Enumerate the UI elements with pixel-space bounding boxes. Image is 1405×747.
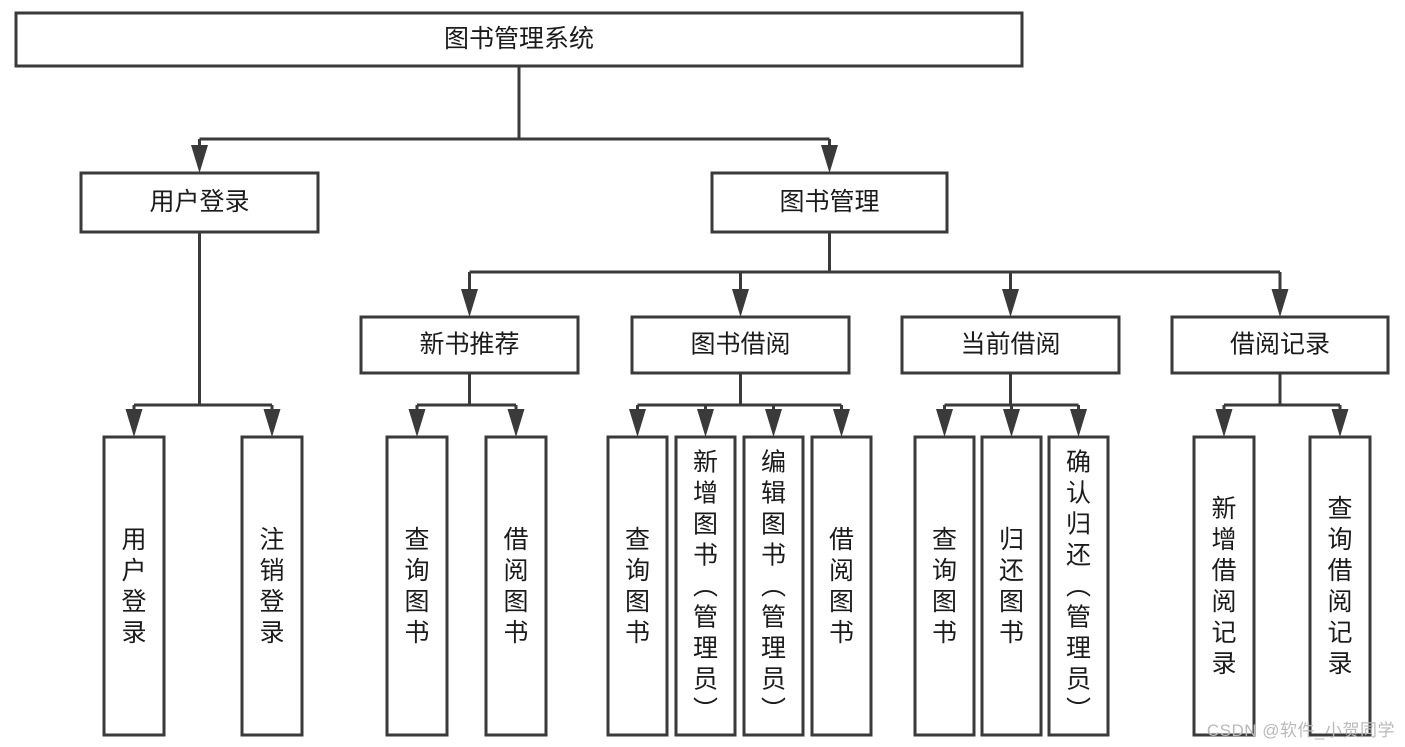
node-label-borrow-record: 借阅记录 bbox=[1230, 331, 1330, 359]
node-box-leaf-user-login[interactable] bbox=[102, 435, 166, 737]
node-leaf-return-book[interactable]: 归还图书 bbox=[980, 435, 1043, 737]
node-leaf-borrow-book-1[interactable]: 借阅图书 bbox=[484, 435, 548, 737]
csdn-watermark: CSDN @软件_小贺同学 bbox=[1206, 721, 1395, 740]
node-box-leaf-query-borrow-record[interactable] bbox=[1308, 435, 1372, 737]
node-label-root: 图书管理系统 bbox=[444, 25, 594, 53]
node-leaf-add-borrow-record[interactable]: 新增借阅记录 bbox=[1192, 435, 1256, 737]
node-borrow-record[interactable]: 借阅记录 bbox=[1170, 315, 1390, 375]
node-leaf-query-borrow-record[interactable]: 查询借阅记录 bbox=[1308, 435, 1372, 737]
node-label-leaf-add-borrow-record: 新增借阅记录 bbox=[1211, 495, 1236, 678]
node-box-leaf-return-book[interactable] bbox=[980, 435, 1043, 737]
node-book-manage[interactable]: 图书管理 bbox=[710, 171, 949, 234]
node-box-leaf-add-book[interactable] bbox=[674, 435, 737, 737]
node-leaf-user-login[interactable]: 用户登录 bbox=[102, 435, 166, 737]
node-label-leaf-query-borrow-record: 查询借阅记录 bbox=[1327, 495, 1352, 678]
node-box-leaf-confirm-return[interactable] bbox=[1047, 435, 1110, 737]
nodes-layer: 图书管理系统用户登录图书管理新书推荐图书借阅当前借阅借阅记录用户登录注销登录查询… bbox=[14, 11, 1390, 737]
node-current-borrow[interactable]: 当前借阅 bbox=[900, 315, 1121, 375]
node-box-leaf-borrow-book-1[interactable] bbox=[484, 435, 548, 737]
node-label-book-manage: 图书管理 bbox=[779, 188, 879, 216]
node-box-book-manage[interactable] bbox=[710, 171, 949, 234]
node-leaf-borrow-book-2[interactable]: 借阅图书 bbox=[810, 435, 873, 737]
node-box-leaf-query-book-2[interactable] bbox=[606, 435, 669, 737]
node-book-borrow[interactable]: 图书借阅 bbox=[630, 315, 851, 375]
node-label-leaf-return-book: 归还图书 bbox=[999, 526, 1024, 647]
node-leaf-edit-book[interactable]: 编辑图书︵管理员︶ bbox=[742, 435, 805, 737]
edge-group-user-login bbox=[125, 232, 281, 437]
node-label-book-borrow: 图书借阅 bbox=[690, 331, 790, 359]
edges-layer bbox=[125, 66, 1349, 437]
edge-group-new-book-recommend bbox=[408, 373, 525, 437]
node-new-book-recommend[interactable]: 新书推荐 bbox=[359, 315, 580, 375]
node-box-current-borrow[interactable] bbox=[900, 315, 1121, 375]
edge-group-root bbox=[191, 66, 838, 173]
node-label-leaf-user-login: 用户登录 bbox=[121, 526, 146, 647]
node-label-leaf-edit-book: 编辑图书︵管理员︶ bbox=[761, 449, 786, 725]
node-label-leaf-borrow-book-1: 借阅图书 bbox=[503, 526, 528, 647]
node-box-leaf-query-book-3[interactable] bbox=[913, 435, 976, 737]
node-user-login[interactable]: 用户登录 bbox=[79, 171, 320, 234]
edge-group-borrow-record bbox=[1215, 373, 1349, 437]
node-box-user-login[interactable] bbox=[79, 171, 320, 234]
node-box-book-borrow[interactable] bbox=[630, 315, 851, 375]
node-leaf-query-book-1[interactable]: 查询图书 bbox=[385, 435, 449, 737]
node-label-leaf-user-logout: 注销登录 bbox=[259, 526, 284, 647]
node-box-new-book-recommend[interactable] bbox=[359, 315, 580, 375]
node-label-leaf-query-book-1: 查询图书 bbox=[404, 526, 429, 647]
node-box-leaf-edit-book[interactable] bbox=[742, 435, 805, 737]
node-label-current-borrow: 当前借阅 bbox=[960, 331, 1060, 359]
node-root[interactable]: 图书管理系统 bbox=[14, 11, 1024, 68]
node-label-leaf-confirm-return: 确认归还︵管理员︶ bbox=[1066, 449, 1091, 725]
node-label-leaf-borrow-book-2: 借阅图书 bbox=[829, 526, 854, 647]
node-box-leaf-borrow-book-2[interactable] bbox=[810, 435, 873, 737]
node-leaf-query-book-3[interactable]: 查询图书 bbox=[913, 435, 976, 737]
node-box-borrow-record[interactable] bbox=[1170, 315, 1390, 375]
node-label-new-book-recommend: 新书推荐 bbox=[419, 331, 519, 359]
node-box-leaf-user-logout[interactable] bbox=[240, 435, 304, 737]
node-label-leaf-query-book-2: 查询图书 bbox=[625, 526, 650, 647]
edge-group-book-borrow bbox=[629, 373, 850, 437]
node-box-root[interactable] bbox=[14, 11, 1024, 68]
node-leaf-add-book[interactable]: 新增图书︵管理员︶ bbox=[674, 435, 737, 737]
node-label-leaf-add-book: 新增图书︵管理员︶ bbox=[693, 449, 718, 725]
node-box-leaf-query-book-1[interactable] bbox=[385, 435, 449, 737]
node-leaf-user-logout[interactable]: 注销登录 bbox=[240, 435, 304, 737]
node-box-leaf-add-borrow-record[interactable] bbox=[1192, 435, 1256, 737]
node-label-user-login: 用户登录 bbox=[149, 188, 249, 216]
node-leaf-confirm-return[interactable]: 确认归还︵管理员︶ bbox=[1047, 435, 1110, 737]
edge-group-current-borrow bbox=[936, 373, 1087, 437]
node-leaf-query-book-2[interactable]: 查询图书 bbox=[606, 435, 669, 737]
edge-group-book-manage bbox=[461, 232, 1289, 317]
node-label-leaf-query-book-3: 查询图书 bbox=[932, 526, 957, 647]
